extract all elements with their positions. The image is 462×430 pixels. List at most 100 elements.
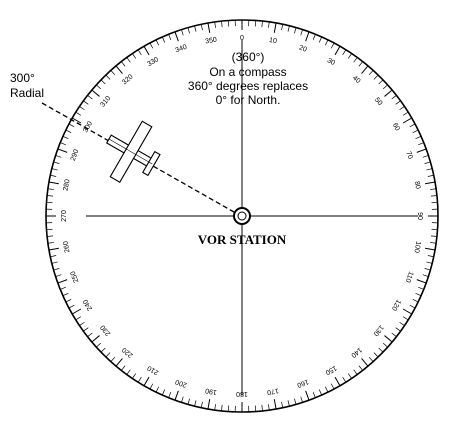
compass-tick <box>91 89 100 97</box>
radial-label-word: Radial <box>10 86 44 100</box>
compass-tick <box>200 401 203 408</box>
compass-tick <box>62 135 69 140</box>
radial-label-degrees: 300° <box>10 71 35 85</box>
compass-degree-label: 220 <box>121 346 135 359</box>
note-line-compass: On a compass <box>209 65 286 79</box>
compass-tick <box>200 24 203 31</box>
compass-tick <box>382 342 388 348</box>
compass-tick <box>300 396 303 403</box>
compass-tick <box>402 111 409 116</box>
compass-tick <box>53 268 60 271</box>
compass-degree-label: 110 <box>404 270 414 283</box>
compass-tick <box>378 79 384 85</box>
compass-tick <box>427 174 434 177</box>
compass-tick <box>132 373 137 379</box>
compass-tick <box>51 261 58 264</box>
compass-tick <box>75 111 82 116</box>
compass-tick <box>415 135 422 140</box>
compass-tick <box>47 188 54 190</box>
compass-tick <box>281 401 284 408</box>
compass-degree-label: 40 <box>351 75 362 85</box>
compass-tick <box>347 373 352 379</box>
compass-tick <box>181 396 184 403</box>
compass-degree-label: 330 <box>146 56 160 68</box>
compass-tick <box>48 247 59 251</box>
compass-tick <box>294 27 297 34</box>
compass-tick <box>318 389 323 396</box>
compass-tick <box>194 400 197 407</box>
compass-tick <box>57 279 68 284</box>
compass-degree-label: 130 <box>372 323 385 337</box>
compass-degree-label: 210 <box>146 364 160 376</box>
compass-tick <box>399 106 405 111</box>
compass-tick <box>174 390 179 401</box>
compass-tick <box>50 255 57 258</box>
aircraft-icon <box>105 120 161 183</box>
compass-tick <box>68 304 75 309</box>
compass-tick-marks <box>46 20 438 412</box>
compass-tick <box>62 292 69 297</box>
compass-tick <box>330 42 335 49</box>
compass-tick <box>115 358 123 367</box>
compass-tick <box>194 25 197 32</box>
compass-tick <box>391 95 397 100</box>
compass-tick <box>83 327 89 332</box>
compass-tick <box>353 57 358 63</box>
compass-tick <box>353 369 358 375</box>
compass-tick <box>342 49 347 56</box>
compass-degree-label: 100 <box>412 240 421 253</box>
compass-degree-label: 240 <box>82 298 94 312</box>
compass-tick <box>60 286 66 290</box>
compass-tick <box>68 123 75 128</box>
vor-station-symbol <box>233 207 251 225</box>
compass-tick <box>91 335 100 343</box>
compass-tick <box>149 42 154 49</box>
compass-tick <box>287 400 290 407</box>
compass-degree-label: 260 <box>63 240 72 253</box>
compass-tick <box>424 161 431 164</box>
compass-tick <box>426 261 433 264</box>
compass-tick <box>318 36 323 43</box>
compass-tick <box>53 161 60 164</box>
compass-tick <box>347 53 352 59</box>
compass-tick <box>300 29 303 36</box>
compass-tick <box>155 386 160 393</box>
compass-tick <box>330 383 335 390</box>
compass-tick <box>47 195 54 197</box>
compass-tick <box>105 74 111 80</box>
compass-tick <box>207 22 211 33</box>
compass-tick <box>422 274 429 277</box>
compass-tick <box>105 352 111 358</box>
compass-tick <box>416 148 427 153</box>
compass-tick <box>418 142 424 146</box>
compass-tick <box>168 34 172 40</box>
compass-tick <box>368 356 374 362</box>
compass-tick <box>75 316 82 321</box>
compass-tick <box>324 386 329 393</box>
compass-tick <box>121 365 126 371</box>
compass-tick <box>368 70 374 76</box>
compass-tick <box>384 335 393 343</box>
compass-tick <box>161 36 166 43</box>
compass-degree-label: 140 <box>349 346 363 359</box>
compass-degree-label: 170 <box>266 386 279 395</box>
compass-tick <box>415 292 422 297</box>
compass-tick <box>373 74 379 80</box>
compass-tick <box>65 298 72 303</box>
compass-tick <box>57 148 68 153</box>
compass-degree-label: 30 <box>326 57 336 67</box>
compass-tick <box>100 79 106 85</box>
compass-tick <box>50 174 57 177</box>
compass-degree-label: 0 <box>240 35 244 42</box>
compass-tick <box>395 100 401 105</box>
compass-tick <box>155 39 160 46</box>
compass-tick <box>342 376 347 383</box>
compass-tick <box>168 392 172 398</box>
compass-tick <box>132 53 137 59</box>
compass-tick <box>399 321 405 326</box>
compass-tick <box>96 342 102 348</box>
compass-tick <box>426 168 433 171</box>
compass-tick <box>110 356 116 362</box>
compass-tick <box>174 31 179 42</box>
